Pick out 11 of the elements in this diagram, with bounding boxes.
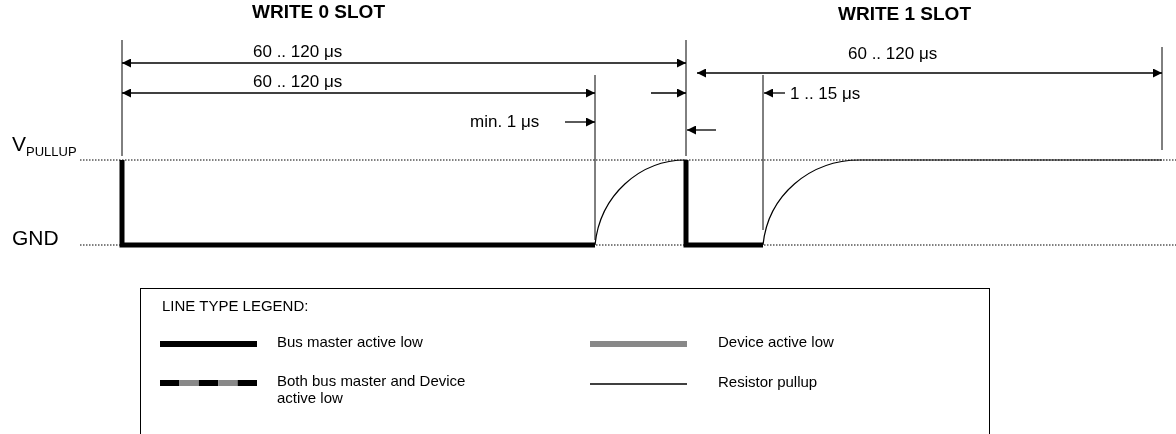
legend-text: Bus master active low	[277, 334, 424, 351]
duration-label: 1 .. 15 μs	[790, 85, 861, 104]
slot-title: WRITE 1 SLOT	[838, 4, 971, 25]
slot-title: WRITE 0 SLOT	[252, 2, 385, 23]
legend-title: LINE TYPE LEGEND:	[162, 298, 309, 315]
voltage-level-label: V$_{PULLUP}$	[12, 132, 77, 160]
voltage-level-label: GND	[12, 226, 59, 250]
legend-text: Resistor pullup	[718, 374, 819, 391]
legend-text: Both bus master and Device active low	[277, 373, 467, 406]
duration-label: min. 1 μs	[470, 113, 540, 132]
legend-text: Device active low	[718, 334, 835, 351]
